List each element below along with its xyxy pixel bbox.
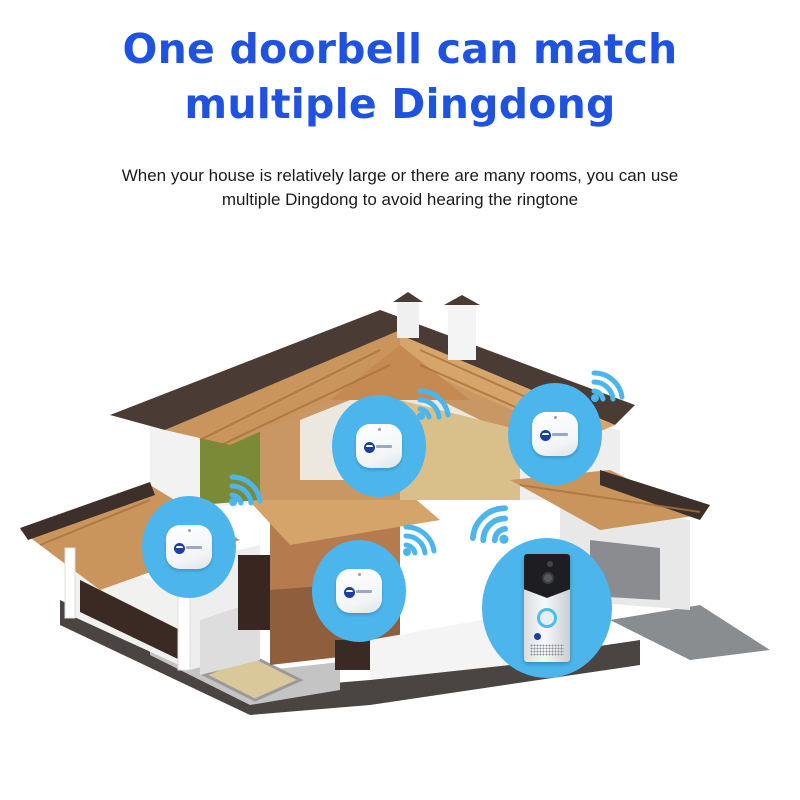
camera-lens-icon — [542, 572, 554, 584]
dingdong-chime-icon — [532, 412, 578, 456]
video-doorbell-badge — [482, 538, 612, 678]
headline-line-2: multiple Dingdong — [184, 80, 616, 128]
wifi-icon — [417, 388, 451, 420]
headline: One doorbell can match multiple Dingdong — [0, 22, 800, 132]
sensor-icon — [547, 561, 553, 567]
indicator-light-icon — [357, 573, 361, 576]
indicator-light-icon — [187, 529, 191, 532]
dingdong-chime-icon — [356, 424, 402, 468]
subtitle-line-2: multiple Dingdong to avoid hearing the r… — [221, 190, 579, 209]
subtitle-line-1: When your house is relatively large or t… — [121, 166, 679, 185]
chime-upper-center — [332, 395, 426, 497]
wifi-icon — [470, 505, 509, 544]
indicator-light-icon — [553, 416, 557, 419]
brand-logo-icon — [540, 430, 551, 441]
speaker-grill-icon — [530, 644, 564, 656]
brand-text-icon — [186, 546, 202, 549]
brand-logo-icon — [174, 543, 185, 554]
wifi-icon — [591, 370, 625, 402]
headline-line-1: One doorbell can match — [122, 25, 678, 73]
chime-upper-right — [508, 383, 602, 485]
ring-button-icon — [537, 608, 557, 628]
brand-logo-icon — [364, 442, 375, 453]
wifi-icon — [403, 524, 437, 556]
house-illustration — [0, 280, 800, 800]
video-doorbell-icon — [524, 554, 570, 662]
brand-text-icon — [376, 445, 392, 448]
wifi-icon — [229, 474, 263, 506]
dingdong-chime-icon — [166, 525, 212, 569]
chime-lower-center — [312, 540, 406, 642]
brand-logo-icon — [534, 633, 541, 640]
brand-text-icon — [552, 433, 568, 436]
indicator-light-icon — [377, 428, 381, 431]
brand-text-icon — [356, 590, 372, 593]
brand-logo-icon — [344, 587, 355, 598]
dingdong-chime-icon — [336, 569, 382, 613]
subtitle: When your house is relatively large or t… — [0, 164, 800, 212]
chime-left — [142, 496, 236, 598]
